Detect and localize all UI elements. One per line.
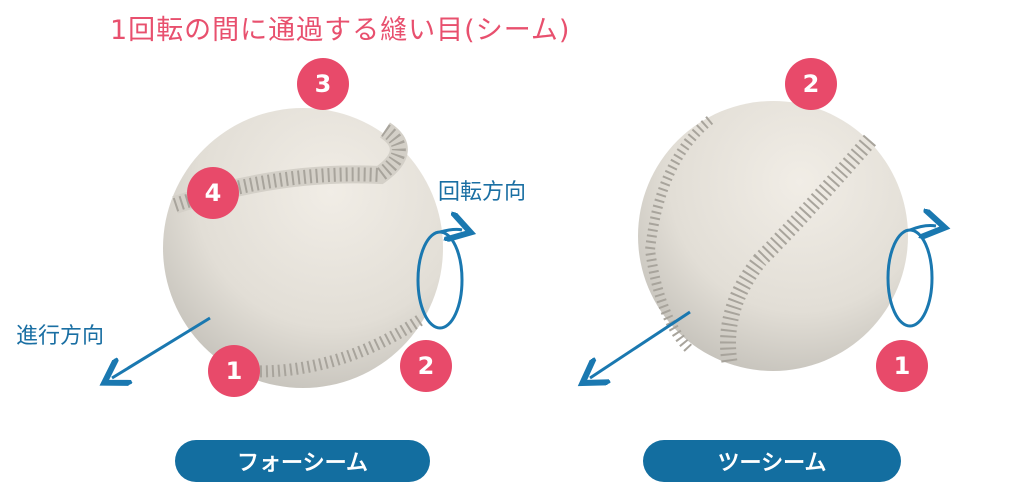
two-seam-badge: ツーシーム [643,440,901,482]
two-seam-marker-2: 2 [785,58,837,110]
travel-direction-label: 進行方向 [16,324,105,349]
two-seam-ball [638,101,908,371]
four-seam-arrows [112,229,462,378]
four-seam-marker-3: 3 [297,58,349,110]
four-seam-marker-4: 4 [187,167,239,219]
two-seam-marker-1: 1 [876,340,928,392]
two-seam-arrows [590,226,936,379]
rotation-direction-label: 回転方向 [438,180,527,205]
four-seam-marker-1: 1 [208,345,260,397]
four-seam-marker-2: 2 [400,340,452,392]
four-seam-badge: フォーシーム [175,440,430,482]
four-seam-ball [163,108,443,388]
diagram-title: 1回転の間に通過する縫い目(シーム) [110,15,571,46]
